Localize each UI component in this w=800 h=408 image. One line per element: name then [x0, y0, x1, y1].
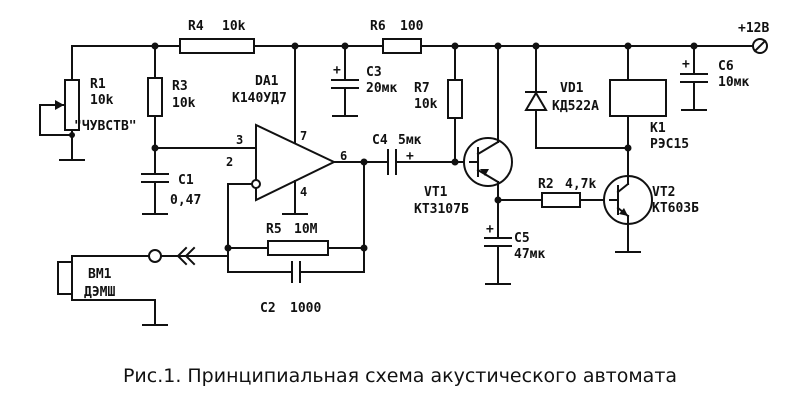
- c5-ref: C5: [514, 231, 530, 246]
- bm1-ref: BM1: [88, 267, 112, 282]
- connector-plug-icon: [176, 246, 196, 266]
- c3-ref: C3: [366, 65, 382, 80]
- diode-vd1: [524, 45, 629, 149]
- vt2-ref: VT2: [652, 185, 675, 200]
- r2-ref: R2: [538, 177, 554, 192]
- r2-value: 4,7k: [565, 177, 596, 192]
- capacitor-c3: [331, 45, 359, 117]
- r1-note: "ЧУВСТВ": [74, 119, 137, 134]
- relay-k1: [609, 45, 667, 152]
- c6-value: 10мк: [718, 75, 749, 90]
- r7-ref: R7: [414, 81, 430, 96]
- r5-ref: R5: [266, 222, 282, 237]
- transistor-vt2: [603, 147, 653, 253]
- opamp-type: К140УД7: [232, 91, 287, 106]
- opamp-pin7: 7: [300, 129, 307, 143]
- r4-ref: R4: [188, 19, 204, 34]
- supply-voltage-label: +12В: [738, 21, 769, 36]
- vt1-type: КТ3107Б: [414, 202, 469, 217]
- opamp-ref: DA1: [255, 74, 279, 89]
- r1-ref: R1: [90, 77, 106, 92]
- microphone-bm1: [57, 249, 229, 326]
- transistor-vt1: [463, 45, 513, 204]
- c6-ref: C6: [718, 59, 734, 74]
- resistor-r6: [382, 38, 422, 54]
- c5-plus: +: [486, 222, 494, 237]
- c4-plus: +: [406, 149, 414, 164]
- vd1-type: КД522А: [552, 99, 599, 114]
- k1-ref: K1: [650, 121, 666, 136]
- r1-value: 10k: [90, 93, 114, 108]
- c2-value: 1000: [290, 301, 321, 316]
- resistor-r7: [447, 45, 463, 166]
- capacitor-c5: [484, 199, 512, 285]
- vt2-type: КТ603Б: [652, 201, 699, 216]
- c4-value: 5мк: [398, 133, 422, 148]
- opamp-pin2: 2: [226, 155, 233, 169]
- r5-value: 10M: [294, 222, 318, 237]
- bm1-type: ДЭМШ: [84, 285, 115, 300]
- capacitor-c4: [387, 149, 471, 175]
- opamp-pin3: 3: [236, 133, 243, 147]
- opamp-pin4: 4: [300, 185, 307, 199]
- r7-value: 10k: [414, 97, 438, 112]
- r3-ref: R3: [172, 79, 188, 94]
- c3-plus: +: [333, 63, 341, 78]
- figure-caption: Рис.1. Принципиальная схема акустическог…: [123, 365, 677, 387]
- supply-terminal: [752, 38, 768, 54]
- r3-value: 10k: [172, 96, 196, 111]
- c6-plus: +: [682, 57, 690, 72]
- opamp-da1: [154, 45, 389, 215]
- c3-value: 20мк: [366, 81, 397, 96]
- r6-value: 100: [400, 19, 424, 34]
- c2-ref: C2: [260, 301, 276, 316]
- vt1-ref: VT1: [424, 185, 448, 200]
- c4-ref: C4: [372, 133, 388, 148]
- vd1-ref: VD1: [560, 81, 584, 96]
- r6-ref: R6: [370, 19, 386, 34]
- k1-type: РЭС15: [650, 137, 689, 152]
- c1-ref: C1: [178, 173, 194, 188]
- capacitor-c1: [141, 173, 169, 215]
- resistor-r3: [147, 45, 163, 175]
- r4-value: 10k: [222, 19, 246, 34]
- resistor-r2: [497, 192, 611, 208]
- feedback-network: [224, 161, 368, 283]
- potentiometer-r1: [39, 45, 85, 161]
- opamp-pin6: 6: [340, 149, 347, 163]
- c1-value: 0,47: [170, 193, 201, 208]
- c5-value: 47мк: [514, 247, 545, 262]
- resistor-r4: [179, 38, 255, 54]
- capacitor-c6: [680, 45, 708, 111]
